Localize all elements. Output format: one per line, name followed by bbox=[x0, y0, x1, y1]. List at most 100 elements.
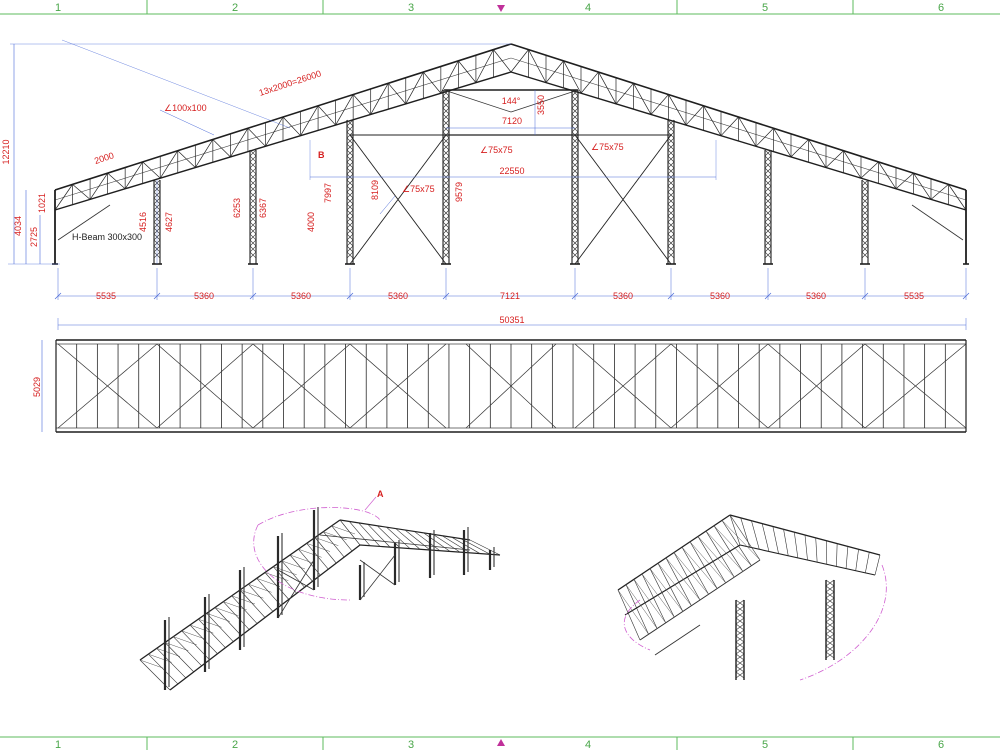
dim-3550: 3550 bbox=[536, 95, 546, 115]
detail-web bbox=[697, 536, 726, 584]
column-lacing bbox=[571, 221, 579, 229]
detail-ridge-web bbox=[815, 537, 818, 563]
column-lacing bbox=[764, 203, 772, 211]
column-lacing bbox=[764, 245, 772, 253]
column-lacing bbox=[249, 173, 257, 181]
web-diagonal-r bbox=[755, 127, 774, 147]
panel-dim-2000: 2000 bbox=[93, 150, 115, 166]
column-lacing bbox=[667, 221, 675, 229]
column-lacing bbox=[442, 149, 450, 157]
column-lacing bbox=[667, 239, 675, 247]
web-diagonal-r bbox=[510, 49, 529, 73]
detail-web bbox=[673, 552, 701, 601]
iso-web bbox=[206, 613, 234, 642]
bay-dim-4: 5360 bbox=[388, 291, 408, 301]
iso-diagonal bbox=[314, 537, 339, 546]
detail-diagonal bbox=[633, 579, 666, 624]
column-lacing bbox=[249, 191, 257, 199]
web-diagonal-l bbox=[142, 161, 161, 179]
column-lacing bbox=[571, 161, 579, 169]
column-lacing bbox=[764, 173, 772, 181]
column-lacing bbox=[346, 251, 354, 259]
column-lacing bbox=[442, 143, 450, 151]
dim-tick bbox=[442, 292, 450, 300]
column-lacing bbox=[764, 251, 772, 259]
column-lacing bbox=[442, 113, 450, 121]
detail-diagonal bbox=[657, 563, 692, 606]
knee-brace-left bbox=[57, 204, 111, 241]
detail-circle-outline bbox=[623, 564, 887, 681]
column-lacing bbox=[764, 161, 772, 169]
column-lacing bbox=[571, 125, 579, 133]
column-lacing bbox=[442, 197, 450, 205]
detail-web bbox=[625, 584, 649, 635]
bay-dim-7: 5360 bbox=[710, 291, 730, 301]
col-height-2725: 2725 bbox=[29, 227, 39, 247]
iso-diagonal bbox=[181, 630, 206, 640]
web-diagonal-l bbox=[54, 184, 73, 211]
detail-column-lacing bbox=[825, 639, 835, 647]
web-diagonal-l bbox=[458, 60, 477, 83]
iso-web bbox=[223, 601, 250, 630]
column-lacing bbox=[442, 125, 450, 133]
column-lacing bbox=[667, 215, 675, 223]
web-diagonal-l bbox=[423, 71, 442, 94]
column-lacing bbox=[346, 167, 354, 175]
web-diagonal-r bbox=[843, 150, 862, 179]
web-diagonal-r bbox=[580, 71, 599, 94]
knee-brace-right bbox=[911, 204, 964, 241]
web-diagonal-l bbox=[335, 94, 354, 126]
web-diagonal-r bbox=[895, 172, 914, 190]
dim-tick bbox=[153, 292, 161, 300]
frame-col-top-3: 3 bbox=[408, 2, 414, 14]
column-lacing bbox=[442, 95, 450, 103]
column-lacing bbox=[571, 245, 579, 253]
column-lacing bbox=[571, 137, 579, 145]
iso-brace bbox=[359, 554, 396, 601]
iso-diagonal bbox=[148, 653, 172, 663]
column-lacing bbox=[571, 227, 579, 235]
detail-column-lacing bbox=[825, 615, 835, 623]
web-diagonal-l bbox=[107, 172, 126, 190]
iso-ridge-web bbox=[451, 536, 481, 554]
web-diagonal-l bbox=[405, 71, 424, 105]
column-lacing bbox=[346, 245, 354, 253]
detail-ridge-web bbox=[865, 552, 870, 573]
column-lacing bbox=[442, 119, 450, 127]
iso-diagonal bbox=[206, 613, 231, 622]
profile-web-c: ∠75x75 bbox=[402, 184, 435, 194]
detail-ridge-web bbox=[772, 526, 779, 554]
column-lacing bbox=[442, 167, 450, 175]
iso-diagonal bbox=[331, 525, 356, 535]
column-lacing bbox=[571, 203, 579, 211]
column-lacing bbox=[667, 161, 675, 169]
column-lacing bbox=[571, 215, 579, 223]
web-diagonal-r bbox=[790, 139, 809, 158]
iso-ridge-web bbox=[367, 524, 391, 548]
iso-diagonal bbox=[214, 607, 239, 616]
detail-circle-a bbox=[253, 507, 381, 601]
column-lacing bbox=[861, 245, 869, 253]
column-lacing bbox=[346, 155, 354, 163]
center-marker-bottom bbox=[497, 739, 505, 746]
web-diagonal-r bbox=[685, 105, 704, 126]
web-diagonal-l bbox=[159, 150, 179, 179]
iso-web bbox=[189, 624, 218, 654]
column-lacing bbox=[667, 251, 675, 259]
column-lacing bbox=[764, 197, 772, 205]
column-lacing bbox=[861, 209, 869, 217]
bay-dim-8: 5360 bbox=[806, 291, 826, 301]
web-diagonal-l bbox=[370, 83, 389, 115]
web-diagonal-r bbox=[563, 60, 582, 94]
column-lacing bbox=[667, 179, 675, 187]
web-diagonal-l bbox=[247, 127, 266, 147]
web-diagonal-l bbox=[230, 128, 249, 158]
iso-ridge-web bbox=[432, 534, 461, 553]
column-lacing bbox=[346, 221, 354, 229]
iso-ridge-web bbox=[404, 529, 431, 551]
detail-column-lacing bbox=[825, 579, 835, 587]
web-diagonal-r bbox=[615, 83, 634, 105]
column-lacing bbox=[346, 137, 354, 145]
column-lacing bbox=[764, 221, 772, 229]
detail-diagonal bbox=[625, 584, 658, 629]
